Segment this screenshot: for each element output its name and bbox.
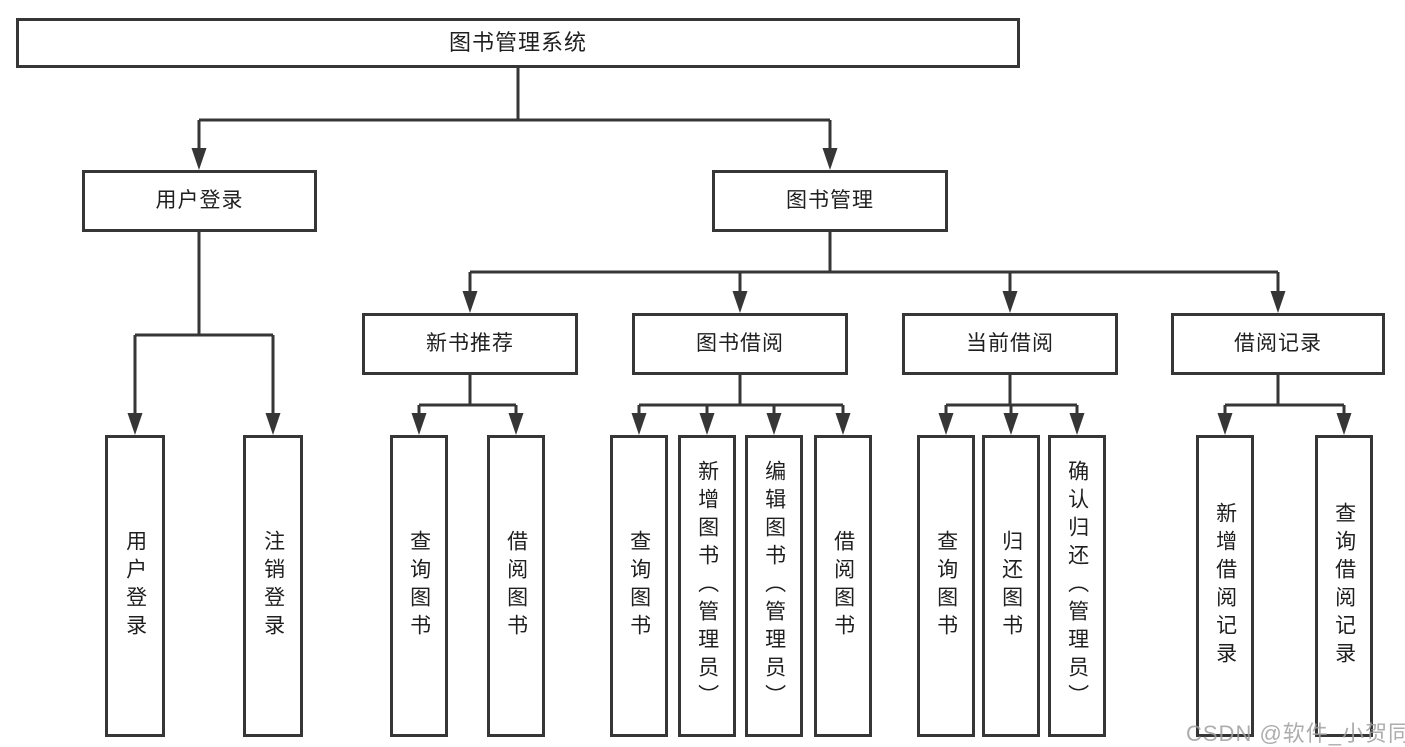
leaf-label: 查询图书 [407, 530, 431, 642]
leaf-logout: 注销登录 [243, 435, 303, 737]
leaf-label: 注销登录 [261, 530, 285, 642]
leaf-label: 编辑图书（管理员） [762, 460, 786, 712]
leaf-label: 用户登录 [123, 530, 147, 642]
leaf-query-books-borrowing: 查询图书 [610, 435, 668, 737]
leaf-borrow-books-recommend: 借阅图书 [487, 435, 545, 737]
leaf-label: 新增借阅记录 [1213, 502, 1237, 670]
node-library-management-system: 图书管理系统 [16, 18, 1020, 68]
leaf-add-borrow-record: 新增借阅记录 [1196, 435, 1254, 737]
leaf-confirm-return-admin: 确认归还（管理员） [1048, 435, 1106, 737]
leaf-user-login: 用户登录 [105, 435, 165, 737]
node-label: 当前借阅 [966, 332, 1054, 356]
leaf-label: 借阅图书 [831, 530, 855, 642]
leaf-borrow-books: 借阅图书 [814, 435, 872, 737]
leaf-label: 查询图书 [934, 530, 958, 642]
node-current-borrowing: 当前借阅 [902, 313, 1118, 375]
leaf-query-books-current: 查询图书 [917, 435, 975, 737]
leaf-label: 查询图书 [627, 530, 651, 642]
node-label: 用户登录 [155, 189, 244, 213]
node-book-borrowing: 图书借阅 [632, 313, 848, 375]
leaf-return-books: 归还图书 [982, 435, 1040, 737]
leaf-label: 借阅图书 [504, 530, 528, 642]
node-label: 图书借阅 [696, 332, 784, 356]
node-label: 图书管理系统 [448, 29, 587, 55]
leaf-add-books-admin: 新增图书（管理员） [678, 435, 736, 737]
csdn-watermark: CSDN @软件_小贺同学 [1186, 721, 1405, 746]
leaf-query-books-recommend: 查询图书 [390, 435, 448, 737]
node-label: 图书管理 [786, 189, 874, 213]
node-book-management: 图书管理 [712, 170, 948, 232]
node-new-book-recommend: 新书推荐 [362, 313, 578, 375]
node-label: 借阅记录 [1234, 332, 1322, 356]
leaf-edit-books-admin: 编辑图书（管理员） [745, 435, 803, 737]
leaf-label: 归还图书 [999, 530, 1023, 642]
leaf-query-borrow-record: 查询借阅记录 [1315, 435, 1373, 737]
node-user-login: 用户登录 [82, 170, 317, 232]
leaf-label: 确认归还（管理员） [1065, 460, 1089, 712]
leaf-label: 查询借阅记录 [1332, 502, 1356, 670]
node-label: 新书推荐 [426, 332, 514, 356]
node-borrowing-records: 借阅记录 [1171, 313, 1385, 375]
leaf-label: 新增图书（管理员） [695, 460, 719, 712]
